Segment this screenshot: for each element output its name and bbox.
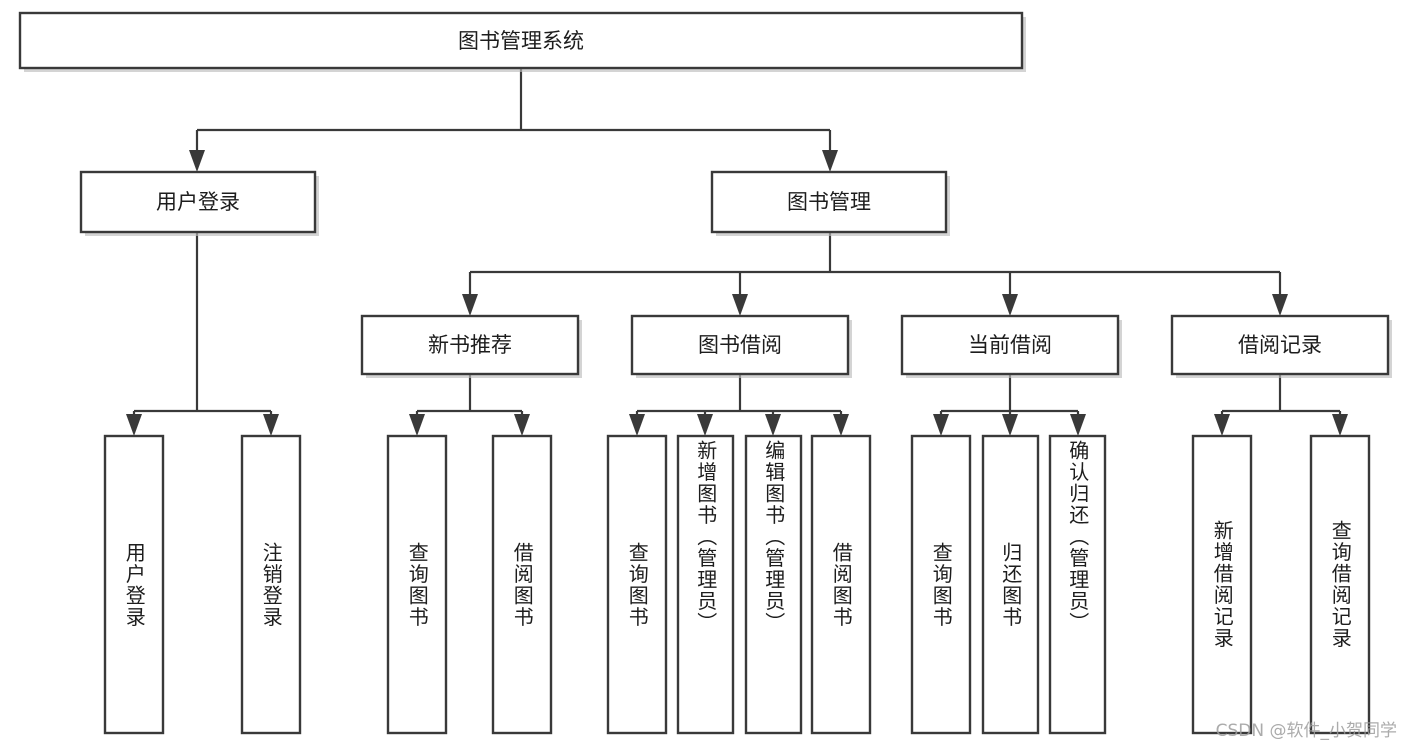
- leaf-query-book-1-box[interactable]: [386, 434, 448, 735]
- book-manage-box[interactable]: [710, 170, 948, 234]
- borrow-record-label: 借阅记录: [1238, 333, 1322, 357]
- arrow-leaf-user-logout: [263, 414, 279, 436]
- arrow-to-current-borrow: [1002, 294, 1018, 316]
- arrow-leaf-add-book: [697, 414, 713, 436]
- arrow-leaf-return-book: [1002, 414, 1018, 436]
- connectors: [126, 68, 1348, 436]
- arrow-leaf-confirm-return: [1070, 414, 1086, 436]
- node-book-manage[interactable]: 图书管理: [710, 170, 950, 236]
- leaf-borrow-book-1-box[interactable]: [491, 434, 553, 735]
- node-current-borrow[interactable]: 当前借阅: [900, 314, 1122, 378]
- node-user-login[interactable]: 用户登录: [79, 170, 319, 236]
- book-manage-label: 图书管理: [787, 190, 871, 214]
- leaf-user-login-box[interactable]: [103, 434, 165, 735]
- leaf-query-book-2-box[interactable]: [606, 434, 668, 735]
- node-borrow-record[interactable]: 借阅记录: [1170, 314, 1392, 378]
- book-borrow-box[interactable]: [630, 314, 850, 376]
- root-label: 图书管理系统: [458, 29, 584, 53]
- current-borrow-box[interactable]: [900, 314, 1120, 376]
- leaf-borrow-book-2-box[interactable]: [810, 434, 872, 735]
- arrow-leaf-query-book-1: [409, 414, 425, 436]
- leaf-add-record-box[interactable]: [1191, 434, 1253, 735]
- arrow-leaf-query-record: [1332, 414, 1348, 436]
- leaf-query-book-3-box[interactable]: [910, 434, 972, 735]
- leaf-edit-book-box[interactable]: [744, 434, 803, 735]
- arrow-leaf-edit-book: [765, 414, 781, 436]
- arrow-to-user-login: [189, 150, 205, 172]
- borrow-record-box[interactable]: [1170, 314, 1390, 376]
- arrow-leaf-user-login: [126, 414, 142, 436]
- arrow-leaf-query-book-3: [933, 414, 949, 436]
- leaf-add-book-box[interactable]: [676, 434, 735, 735]
- node-new-book-rec[interactable]: 新书推荐: [360, 314, 582, 378]
- arrow-to-book-manage: [822, 150, 838, 172]
- node-root[interactable]: 图书管理系统: [18, 11, 1026, 72]
- leaf-boxes: [103, 434, 1371, 735]
- leaf-confirm-return-box[interactable]: [1048, 434, 1107, 735]
- arrow-to-borrow-record: [1272, 294, 1288, 316]
- arrow-leaf-borrow-book-2: [833, 414, 849, 436]
- root-box[interactable]: [18, 11, 1024, 70]
- arrow-to-new-book-rec: [462, 294, 478, 316]
- current-borrow-label: 当前借阅: [968, 333, 1052, 357]
- book-borrow-label: 图书借阅: [698, 333, 782, 357]
- user-login-box[interactable]: [79, 170, 317, 234]
- arrow-to-book-borrow: [732, 294, 748, 316]
- arrow-leaf-query-book-2: [629, 414, 645, 436]
- leaf-return-book-box[interactable]: [981, 434, 1040, 735]
- node-book-borrow[interactable]: 图书借阅: [630, 314, 852, 378]
- csdn-watermark: CSDN @软件_小贺同学: [1215, 721, 1397, 741]
- user-login-label: 用户登录: [156, 190, 240, 214]
- leaf-query-record-box[interactable]: [1309, 434, 1371, 735]
- arrow-leaf-add-record: [1214, 414, 1230, 436]
- leaf-user-logout-box[interactable]: [240, 434, 302, 735]
- new-book-rec-label: 新书推荐: [428, 333, 512, 357]
- arrow-leaf-borrow-book-1: [514, 414, 530, 436]
- new-book-rec-box[interactable]: [360, 314, 580, 376]
